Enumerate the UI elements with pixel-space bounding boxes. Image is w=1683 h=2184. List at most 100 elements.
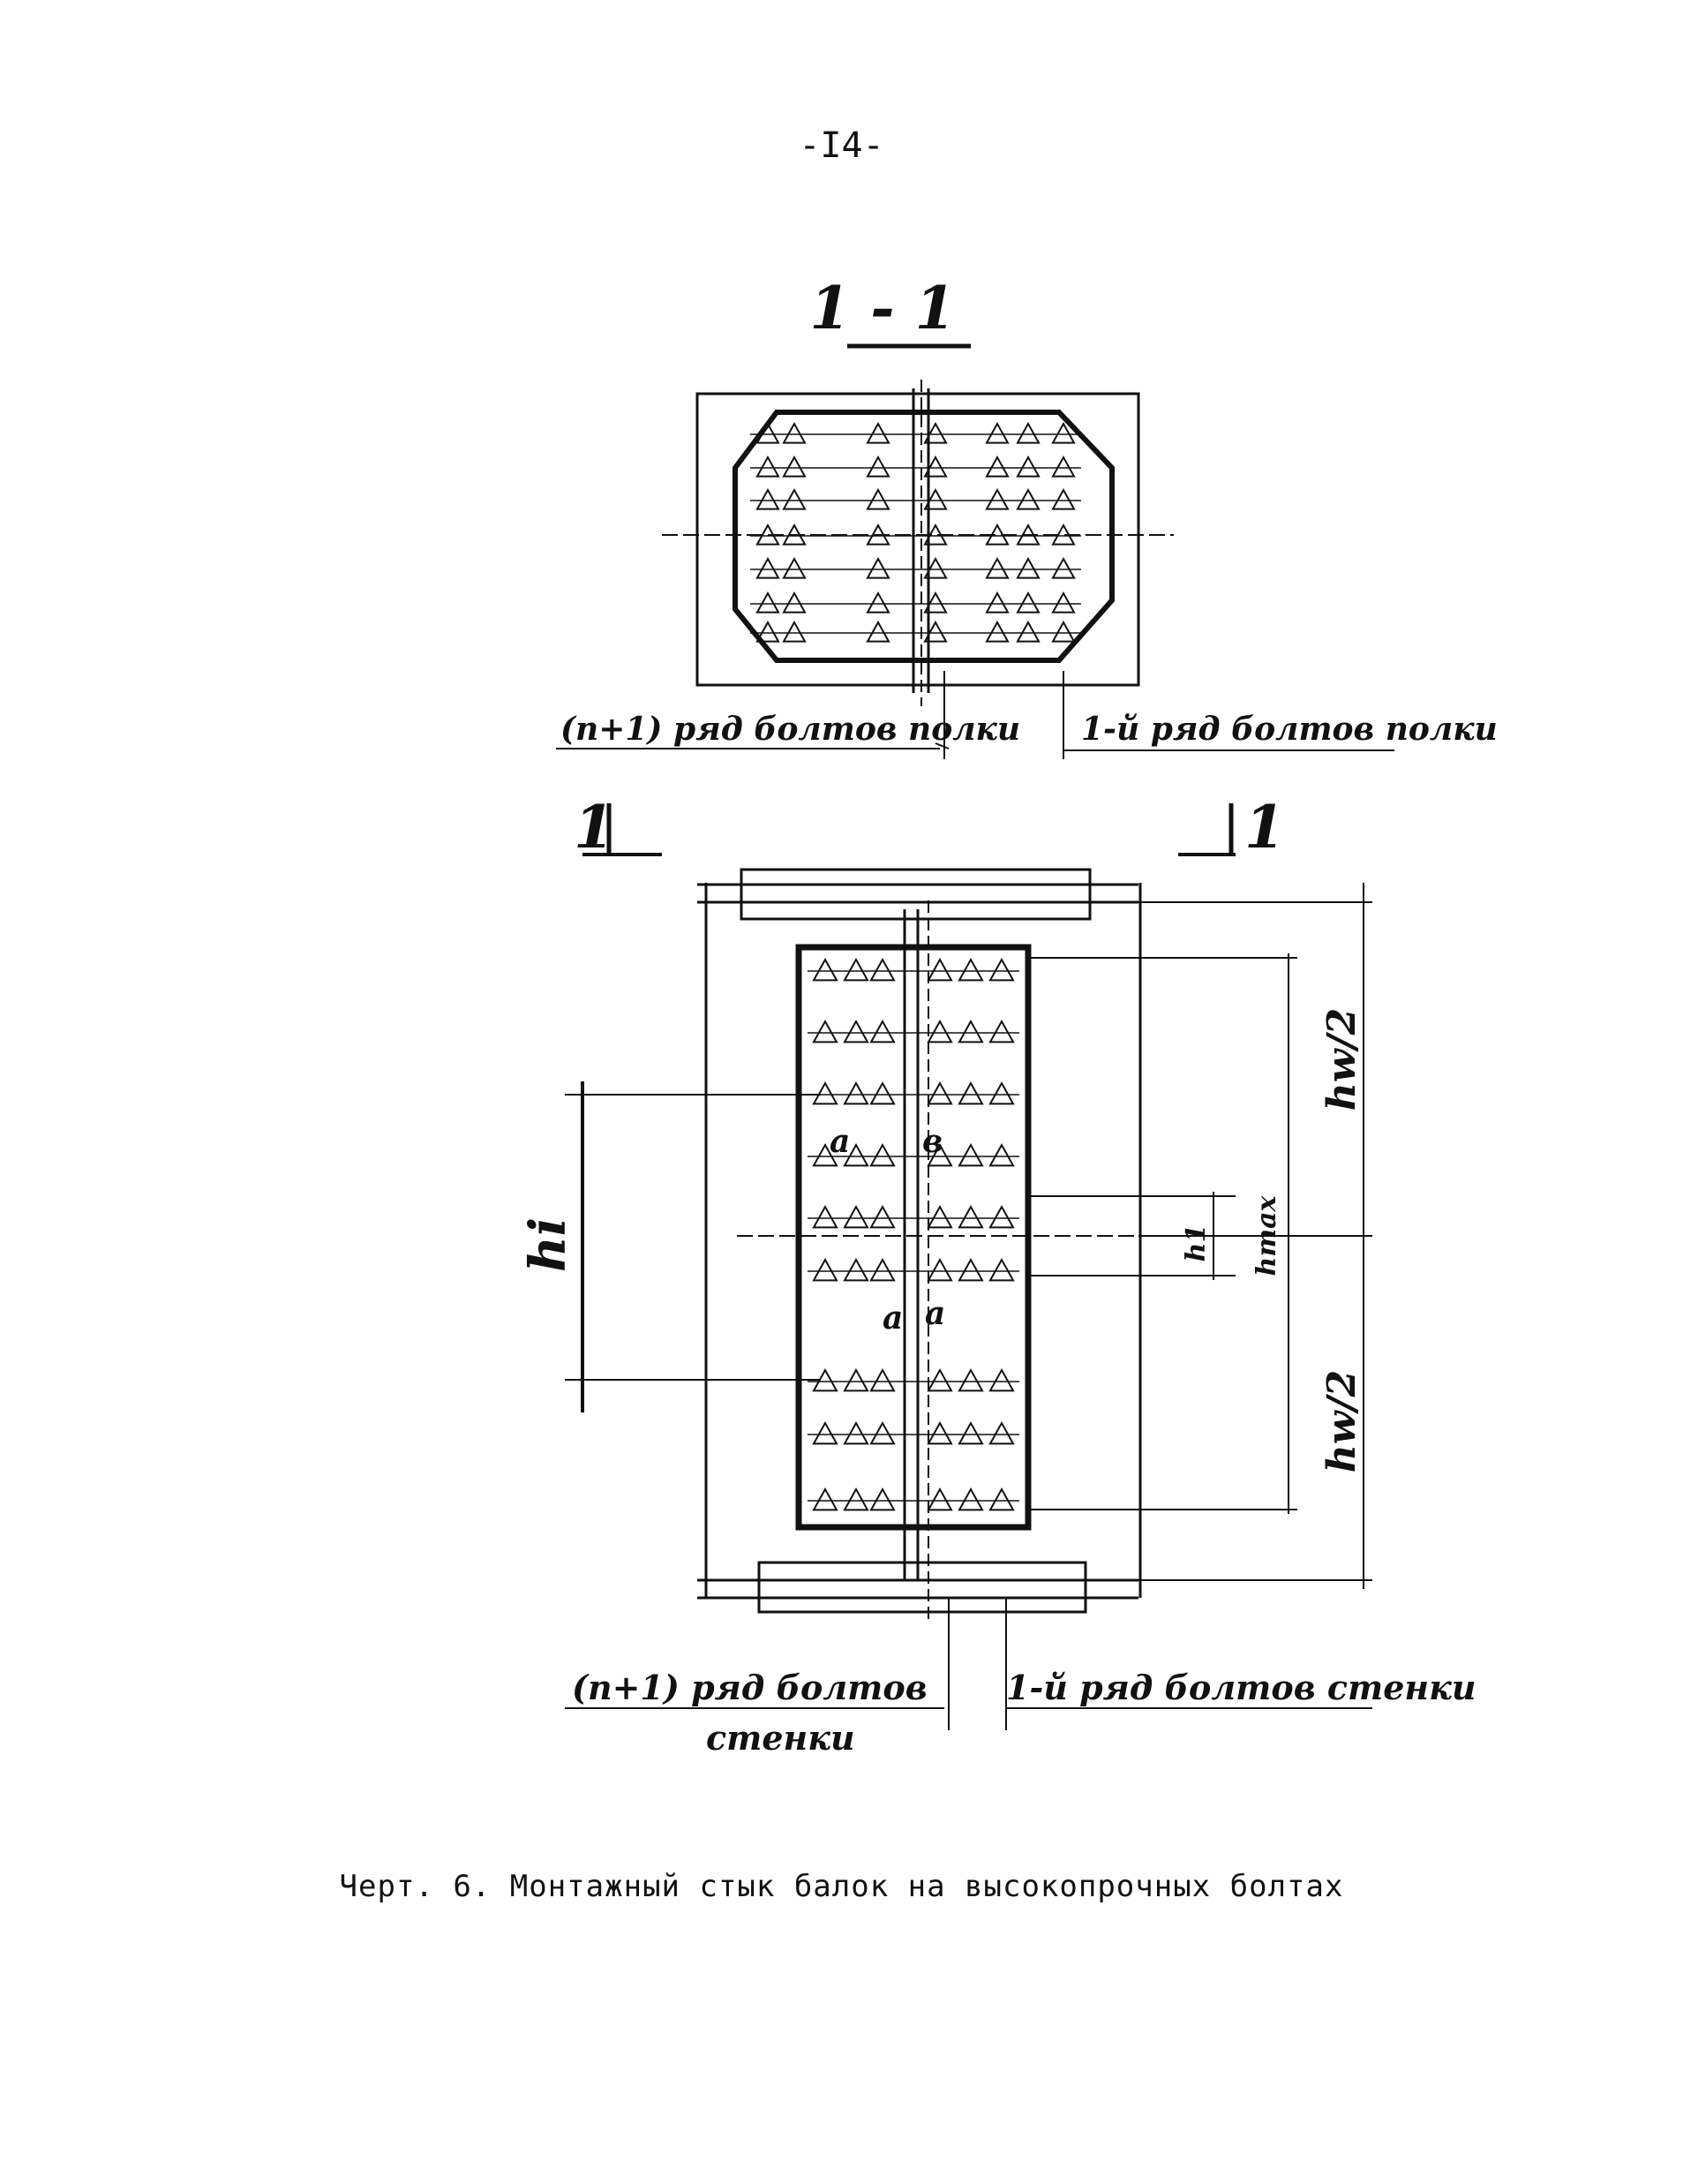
bolt-icon (1016, 556, 1041, 579)
bolt-icon (927, 1257, 953, 1282)
bolt-icon (869, 1367, 896, 1392)
bolt-icon (1051, 523, 1076, 546)
dim-a-upper: a (830, 1123, 850, 1160)
bolt-icon (782, 523, 807, 546)
bolt-icon (1051, 556, 1076, 579)
bolt-icon (927, 1019, 953, 1043)
bolt-icon (958, 1204, 984, 1229)
bolt-icon (843, 1142, 869, 1167)
bolt-icon (1016, 620, 1041, 643)
section-mark-right: 1 (1244, 793, 1285, 862)
dim-hi: hi (519, 1217, 577, 1272)
bolt-icon (869, 1142, 896, 1167)
bolt-icon (988, 1420, 1015, 1445)
bolt-icon (923, 591, 948, 614)
dim-h1: h1 (1181, 1224, 1212, 1262)
bolt-icon (988, 1142, 1015, 1167)
dim-a-lower-right: a (925, 1295, 945, 1332)
bolt-icon (812, 1420, 838, 1445)
bolt-icon (869, 1420, 896, 1445)
bolt-icon (927, 1204, 953, 1229)
label-flange-right: 1-й ряд болтов полки (1081, 711, 1498, 748)
bolt-icon (866, 455, 890, 478)
flange-plan-view (662, 380, 1174, 706)
bolt-icon (985, 620, 1010, 643)
bolt-icon (866, 523, 890, 546)
bolt-icon (927, 1081, 953, 1105)
bolt-icon (812, 1257, 838, 1282)
bolt-icon (1051, 487, 1076, 510)
bolt-icon (866, 556, 890, 579)
bolt-icon (843, 957, 869, 982)
bolt-icon (988, 1487, 1015, 1511)
bolt-icon (927, 1487, 953, 1511)
bolt-icon (843, 1367, 869, 1392)
bolt-icon (958, 1420, 984, 1445)
bolt-icon (755, 421, 780, 444)
page-number: -I4- (799, 125, 884, 166)
bolt-icon (923, 455, 948, 478)
section-title: 1 - 1 (809, 274, 955, 343)
bolt-icon (1051, 421, 1076, 444)
bolt-icon (923, 421, 948, 444)
bolt-icon (927, 1142, 953, 1167)
bolt-icon (1016, 591, 1041, 614)
bolt-icon (985, 421, 1010, 444)
bolt-icon (812, 1487, 838, 1511)
bolt-icon (843, 1019, 869, 1043)
bolt-icon (958, 957, 984, 982)
bolt-icon (755, 556, 780, 579)
bolt-icon (869, 957, 896, 982)
bolt-icon (782, 487, 807, 510)
bolt-icon (755, 620, 780, 643)
bolt-icon (1016, 523, 1041, 546)
bolt-icon (985, 556, 1010, 579)
bolt-icon (1051, 620, 1076, 643)
bolt-icon (843, 1420, 869, 1445)
bolt-icon (958, 1487, 984, 1511)
label-web-left: (n+1) ряд болтов (572, 1668, 928, 1707)
bolt-icon (869, 1204, 896, 1229)
bolt-icon (1016, 421, 1041, 444)
bolt-icon (782, 455, 807, 478)
bolt-icon (782, 556, 807, 579)
bolt-icon (988, 1081, 1015, 1105)
bolt-icon (812, 1204, 838, 1229)
label-web-right: 1-й ряд болтов стенки (1006, 1668, 1476, 1707)
bolt-icon (843, 1257, 869, 1282)
bolt-icon (923, 556, 948, 579)
bolt-icon (869, 1081, 896, 1105)
label-web-left-line2: стенки (706, 1718, 855, 1758)
bolt-icon (958, 1019, 984, 1043)
bolt-icon (988, 1367, 1015, 1392)
bolt-icon (866, 421, 890, 444)
bolt-icon (985, 591, 1010, 614)
bolt-icon (869, 1487, 896, 1511)
figure-caption: Черт. 6. Монтажный стык балок на высокоп… (339, 1869, 1344, 1904)
bolt-icon (927, 1367, 953, 1392)
bolt-icon (927, 1420, 953, 1445)
beam-elevation-view (697, 868, 1218, 1624)
bolt-icon (985, 455, 1010, 478)
bolt-icon (755, 523, 780, 546)
bolt-icon (958, 1142, 984, 1167)
bolt-icon (782, 421, 807, 444)
bolt-icon (843, 1204, 869, 1229)
bolt-icon (923, 620, 948, 643)
bolt-icon (988, 957, 1015, 982)
bolt-icon (988, 1204, 1015, 1229)
bolt-icon (812, 1019, 838, 1043)
bolt-icon (923, 523, 948, 546)
bolt-icon (869, 1019, 896, 1043)
bolt-icon (1016, 455, 1041, 478)
bolt-icon (782, 620, 807, 643)
bolt-icon (812, 1142, 838, 1167)
bolt-icon (988, 1257, 1015, 1282)
bolt-icon (1016, 487, 1041, 510)
dim-hw-top: hw/2 (1319, 1008, 1364, 1111)
bolt-icon (812, 957, 838, 982)
dim-hmax: hmax (1251, 1194, 1282, 1276)
bolt-icon (866, 487, 890, 510)
bolt-icon (782, 591, 807, 614)
